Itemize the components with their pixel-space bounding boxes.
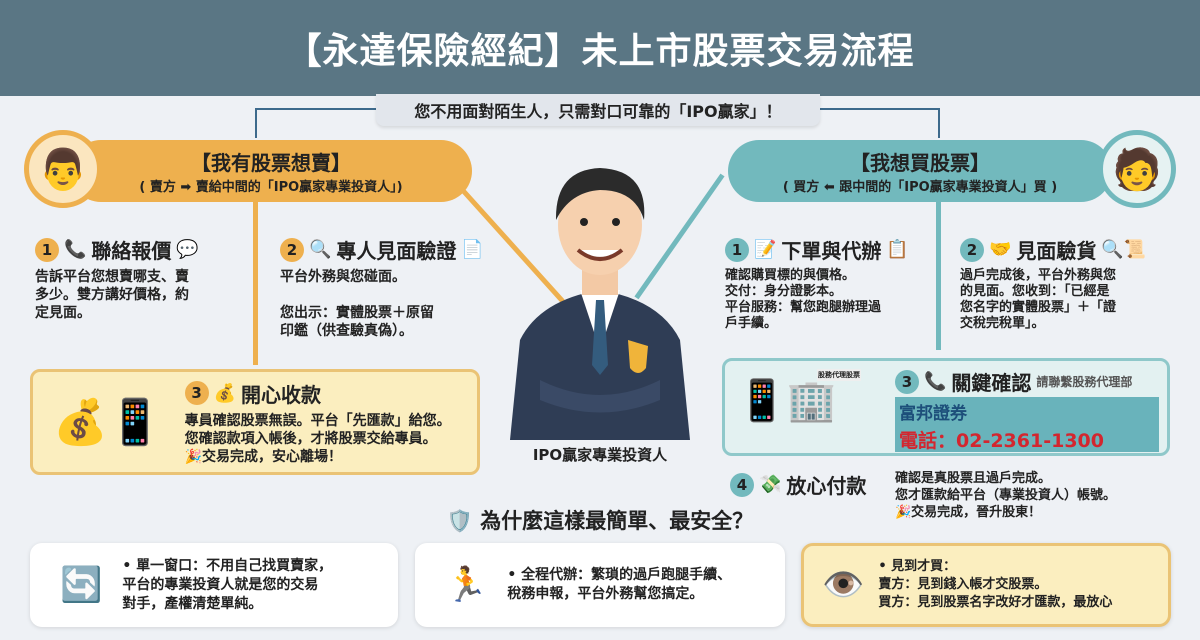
- step-number: 1: [725, 237, 749, 262]
- handshake-icon: 🤝: [989, 239, 1012, 260]
- step-title: 開心收款: [241, 382, 321, 407]
- shield-icon: 🛡️: [446, 509, 473, 533]
- sell-title: 【我有股票想賣】: [191, 151, 351, 175]
- buy-step-1: 1📝下單與代辦📋 確認購買標的與價格。 交付：身分證影本。 平台服務：幫您跑腿辦…: [725, 235, 945, 332]
- running-person-icon: 🏃: [445, 565, 488, 605]
- magnifier-icon: 🔍: [309, 239, 332, 260]
- phone-number[interactable]: 電話：02-2361-1300: [899, 430, 1104, 452]
- money-icon: 💸: [759, 474, 782, 495]
- phone-icon: 📞: [64, 239, 87, 260]
- buy-step-4-body: 確認是真股票且過戶完成。 您才匯款給平台（專業投資人）帳號。 🎉交易完成，晉升股…: [895, 470, 1185, 521]
- step-number: 3: [895, 369, 919, 394]
- sell-step-1: 1📞聯絡報價💬 告訴平台您想賣哪支、賣 多少。雙方講好價格，約 定見面。: [35, 235, 245, 322]
- step-title: 專人見面驗證: [336, 239, 457, 263]
- step-body: 平台外務與您碰面。 您出示：實體股票＋原留 印鑑（供查驗真偽）。: [280, 269, 434, 339]
- money-bag-icon: 💰: [213, 382, 236, 404]
- investor-illustration: [510, 168, 690, 440]
- step-number: 4: [730, 472, 754, 497]
- banner: 您不用面對陌生人，只需對口可靠的「IPO贏家」！: [376, 94, 820, 126]
- seller-avatar: 👨: [24, 130, 102, 208]
- step-body: 告訴平台您想賣哪支、賣 多少。雙方講好價格，約 定見面。: [35, 269, 189, 321]
- chat-icon: 💬: [176, 239, 199, 260]
- buy-title: 【我想買股票】: [850, 151, 990, 175]
- building-sign: 股務代理股票: [817, 369, 861, 381]
- connector: [938, 108, 940, 138]
- company-name: 富邦證券: [899, 404, 967, 424]
- money-bag-phone-icon: 💰📱: [53, 397, 163, 448]
- step-title: 下單與代辦: [781, 239, 882, 263]
- document-icon: 📄: [461, 239, 484, 260]
- sell-step-3: 💰📱 3💰開心收款 專員確認股票無誤。平台「先匯款」給您。 您確認款項入帳後，才…: [30, 369, 480, 475]
- step-number: 1: [35, 237, 59, 262]
- step-title: 放心付款: [786, 474, 867, 498]
- memo-icon: 📝: [754, 239, 777, 260]
- flow-arrow: [253, 200, 258, 365]
- investor-label: IPO贏家專業投資人: [532, 446, 668, 464]
- why-card-full-service: 🏃 • 全程代辦：繁瑣的過戶跑腿手續、 稅務申報，平台外務幫您搞定。: [415, 543, 785, 627]
- buy-header: 【我想買股票】 ( 買方 ⬅ 跟中間的「IPO贏家專業投資人」買 ): [728, 140, 1112, 202]
- contact-box: 富邦證券 電話：02-2361-1300: [895, 397, 1159, 452]
- form-icon: 📋: [886, 239, 909, 260]
- step-number: 2: [960, 237, 984, 262]
- step-title: 聯絡報價: [91, 239, 172, 263]
- step-body: 專員確認股票無誤。平台「先匯款」給您。 您確認款項入帳後，才將股票交給專員。 🎉…: [184, 412, 451, 465]
- step-title: 關鍵確認: [951, 371, 1032, 395]
- page-title: 【永達保險經紀】未上市股票交易流程: [285, 31, 915, 72]
- card-text: • 全程代辦：繁瑣的過戶跑腿手續、 稅務申報，平台外務幫您搞定。: [507, 567, 732, 602]
- step-body: 確認是真股票且過戶完成。 您才匯款給平台（專業投資人）帳號。 🎉交易完成，晉升股…: [895, 471, 1117, 520]
- connector: [820, 108, 940, 110]
- buy-step-2: 2🤝見面驗貨🔍📜 過戶完成後，平台外務與您 的見面。您收到：「已經是 您名字的實…: [960, 235, 1180, 332]
- sell-step-2: 2🔍專人見面驗證📄 平台外務與您碰面。 您出示：實體股票＋原留 印鑑（供查驗真偽…: [280, 235, 490, 340]
- step-number: 3: [184, 381, 209, 405]
- why-title: 為什麼這樣最簡單、最安全？: [480, 509, 754, 533]
- connector: [255, 108, 257, 138]
- phone-building-icon: 📱🏢: [737, 378, 837, 424]
- step-body: 過戶完成後，平台外務與您 的見面。您收到：「已經是 您名字的實體股票」＋「證 交…: [960, 268, 1117, 331]
- why-heading: 🛡️ 為什麼這樣最簡單、最安全？: [300, 505, 900, 535]
- step-number: 2: [280, 237, 304, 262]
- step-title: 見面驗貨: [1016, 239, 1097, 263]
- why-card-single-window: 🔄 • 單一窗口：不用自己找買賣家， 平台的專業投資人就是您的交易 對手，產權清…: [30, 543, 398, 627]
- certificate-icon: 🔍📜: [1101, 239, 1147, 260]
- buy-step-4-title: 4💸放心付款: [730, 470, 866, 499]
- buy-step-3: 📱🏢 股務代理股票 3📞關鍵確認請聯繫股務代理部 富邦證券 電話：02-2361…: [722, 358, 1170, 456]
- exchange-people-icon: 🔄: [60, 565, 103, 605]
- connector: [255, 108, 377, 110]
- flow-arrow: [936, 200, 941, 350]
- sell-subtitle: ( 賣方 ➡ 賣給中間的「IPO贏家專業投資人」): [139, 180, 403, 195]
- why-card-see-then-pay: 👁️ • 見到才買： 賣方：見到錢入帳才交股票。 買方：見到股票名字改好才匯款，…: [801, 543, 1171, 627]
- card-text: • 單一窗口：不用自己找買賣家， 平台的專業投資人就是您的交易 對手，產權清楚單…: [122, 557, 333, 612]
- buy-subtitle: ( 買方 ⬅ 跟中間的「IPO贏家專業投資人」買 ): [782, 180, 1058, 195]
- step-body: 確認購買標的與價格。 交付：身分證影本。 平台服務：幫您跑腿辦理過 戶手續。: [725, 268, 882, 331]
- sell-header: 【我有股票想賣】 ( 賣方 ➡ 賣給中間的「IPO贏家專業投資人」): [70, 140, 472, 202]
- eye-money-icon: 👁️: [822, 565, 865, 605]
- card-text: • 見到才買： 賣方：見到錢入帳才交股票。 買方：見到股票名字改好才匯款，最放心: [878, 559, 1113, 610]
- phone-icon: 📞: [924, 371, 947, 392]
- buyer-avatar: 🧑: [1098, 130, 1176, 208]
- header-bar: 【永達保險經紀】未上市股票交易流程: [0, 0, 1200, 96]
- step-note: 請聯繫股務代理部: [1036, 375, 1133, 389]
